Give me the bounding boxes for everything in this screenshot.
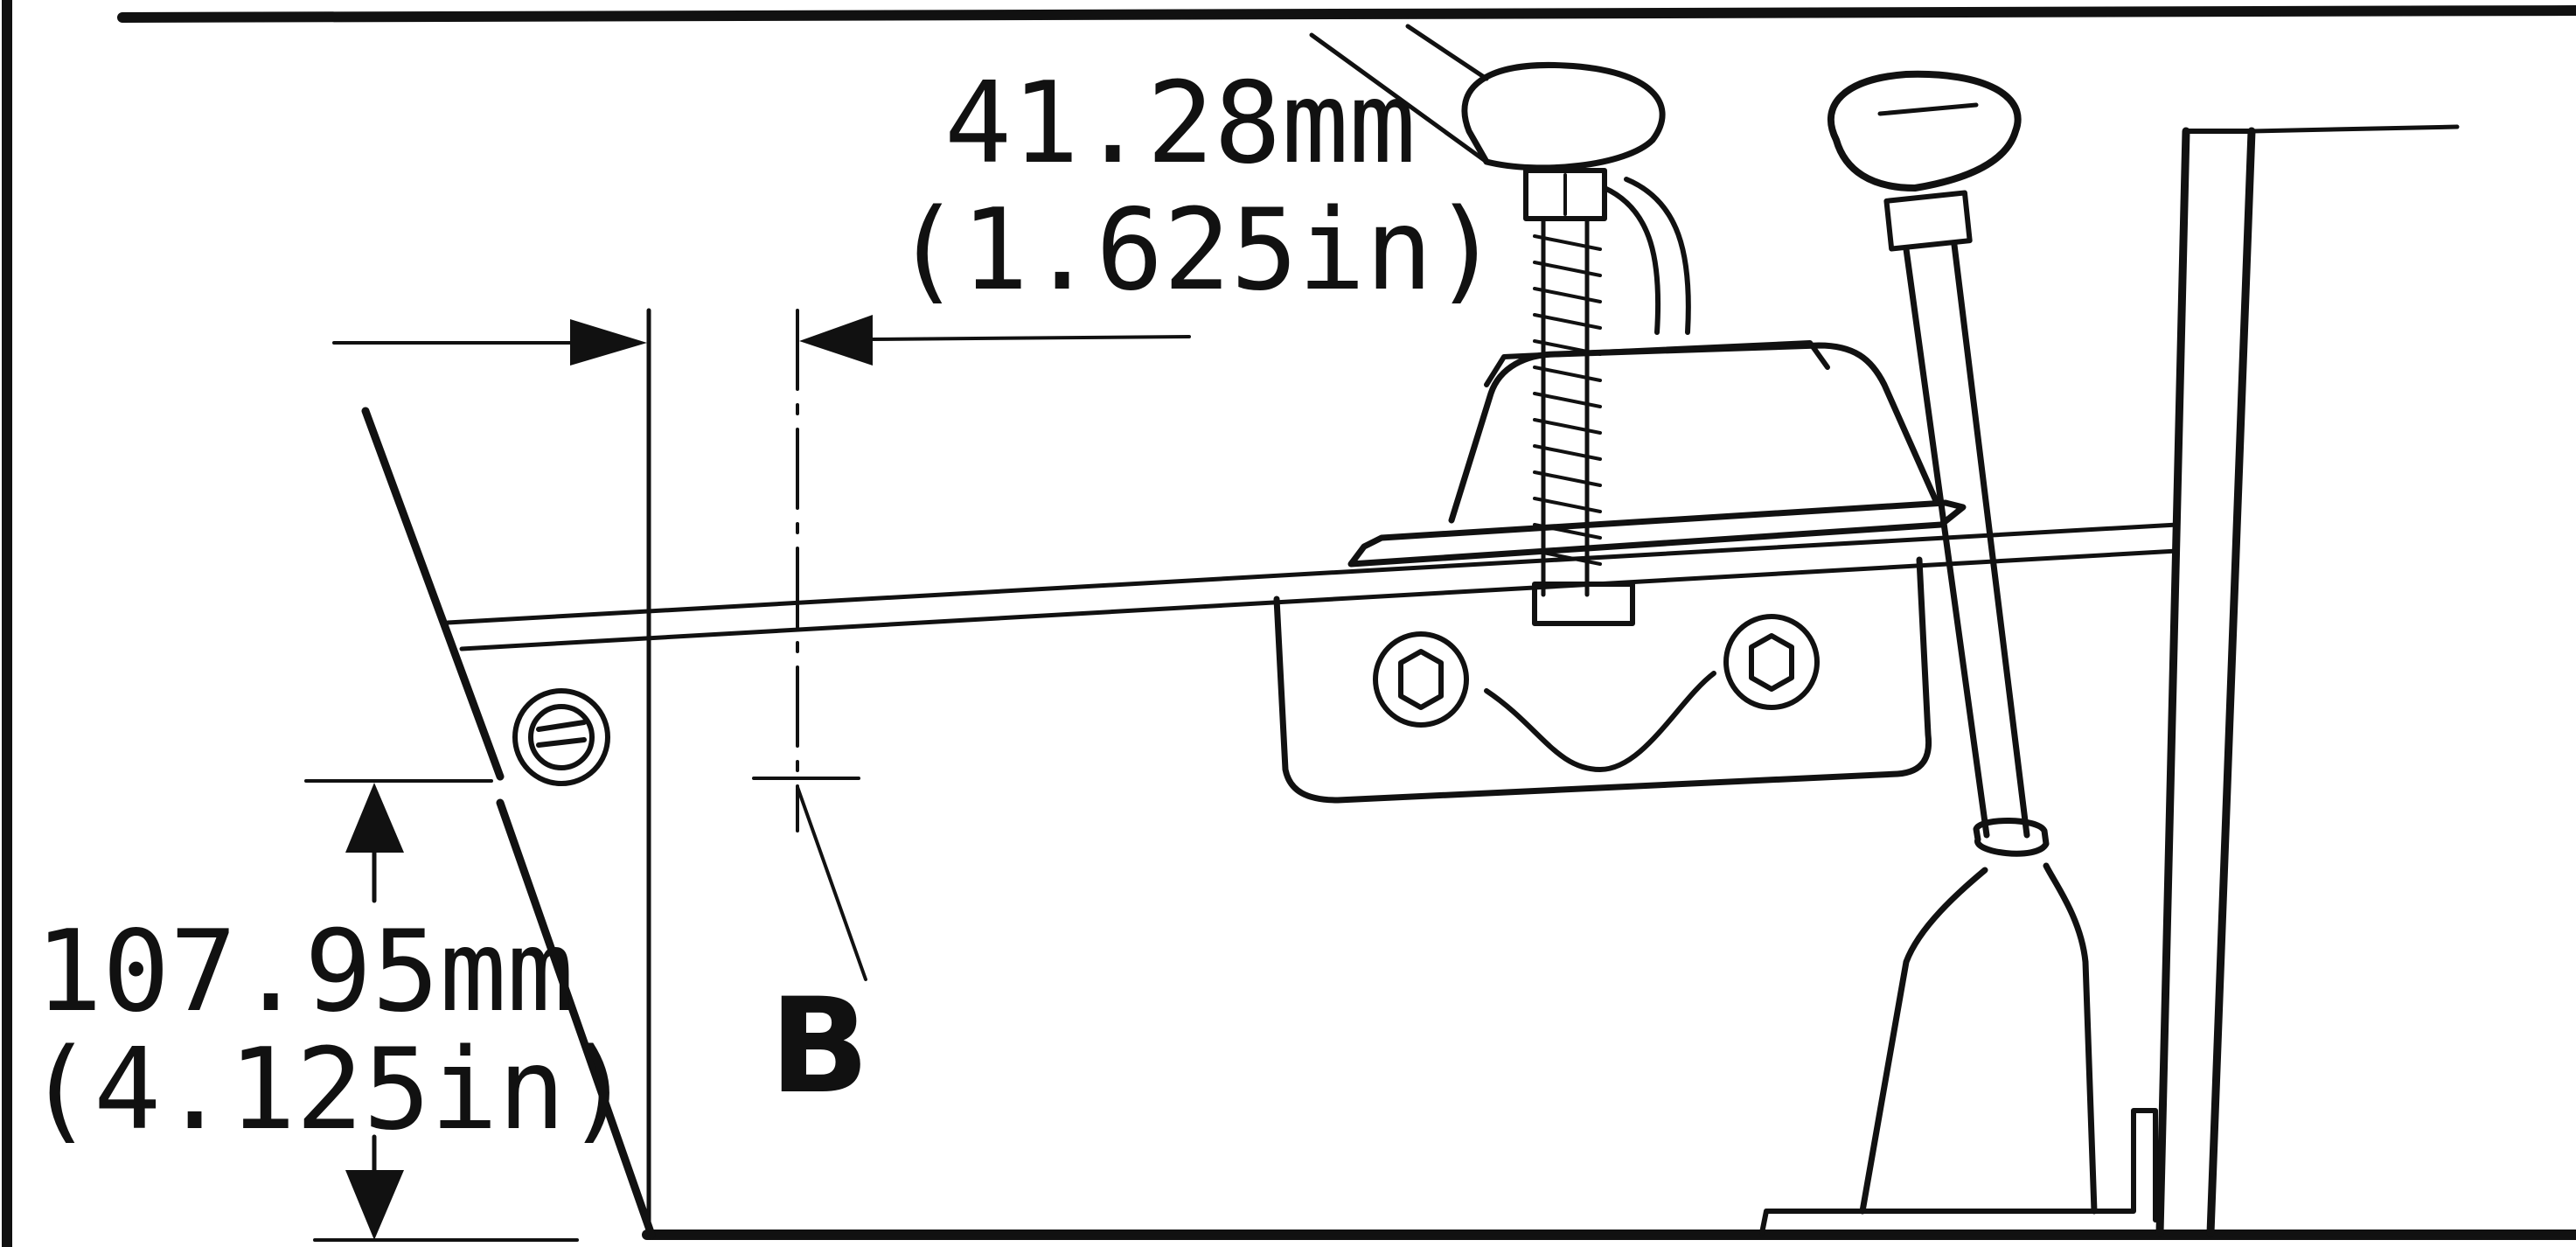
slotted-screw [512,688,610,786]
dimension-vertical-metric: 107.95mm [35,907,574,1037]
shelf-rod [445,522,2180,651]
base-plate [1759,1108,2158,1236]
horizontal-dimension: 41.28mm (1.625in) [332,59,1500,1236]
reference-point-b: B [752,777,869,1123]
vertical-dimension: 107.95mm (4.125in) [26,779,633,1242]
dimension-vertical-imperial: (4.125in) [26,1025,633,1155]
point-b-label: B [769,971,869,1123]
mounting-bracket [1273,556,1932,804]
sloped-panel-edge [361,407,656,1239]
control-lever [1828,70,2098,1215]
spring-adjuster-assembly [1309,24,1967,626]
upright-wall [2155,124,2460,1237]
dimension-horizontal-metric: 41.28mm [944,59,1416,189]
dimension-horizontal-imperial: (1.625in) [894,185,1500,316]
